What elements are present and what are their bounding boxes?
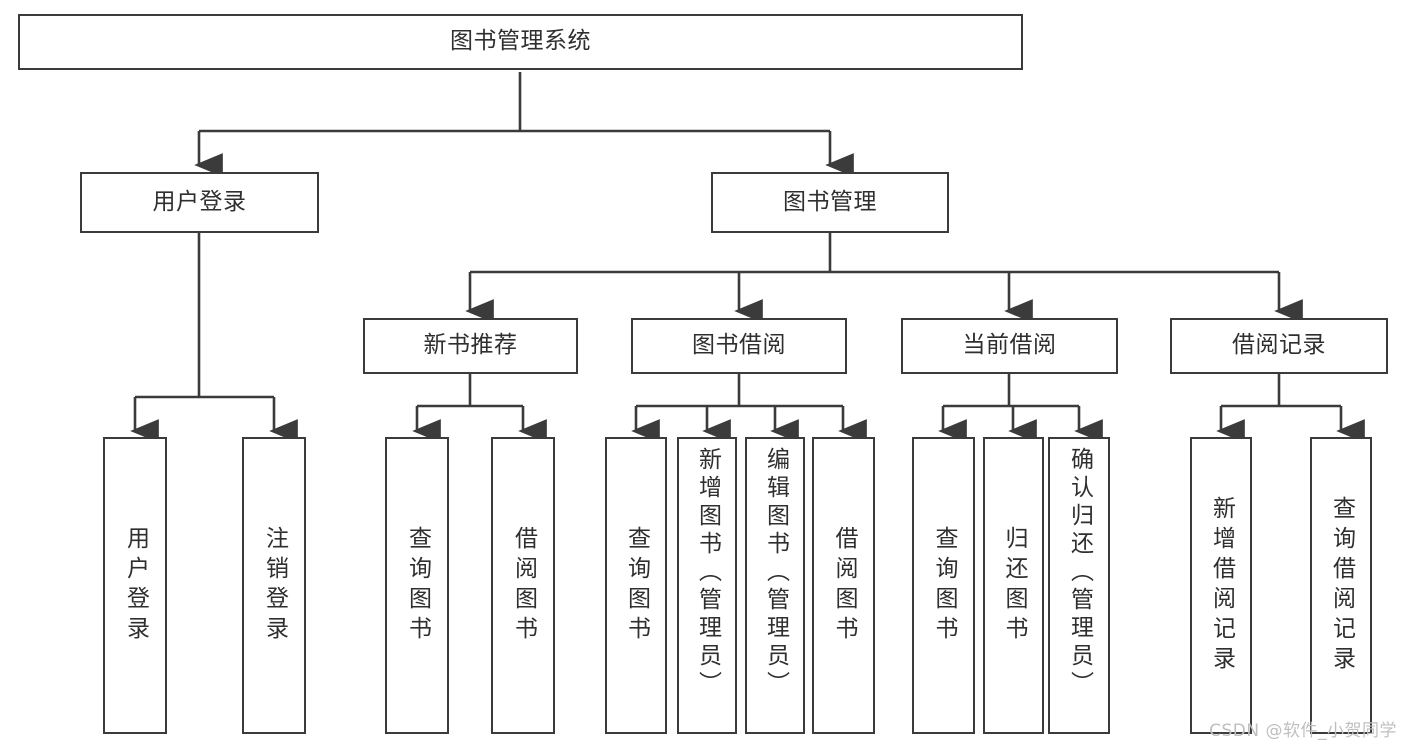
leaf-confirm-return-admin[interactable]: 确认归还（管理员） [1048,437,1110,734]
node-label: 图书借阅 [692,332,786,359]
node-label: 用户登录 [122,525,149,646]
node-label: 查询图书 [404,525,431,646]
node-label: 归还图书 [1001,525,1027,646]
node-label: 图书管理系统 [450,28,591,55]
node-user-login[interactable]: 用户登录 [80,172,319,233]
leaf-query-borrow-record[interactable]: 查询借阅记录 [1310,437,1372,734]
leaf-add-book-admin[interactable]: 新增图书（管理员） [677,437,737,734]
leaf-borrow-book-recommend[interactable]: 借阅图书 [491,437,555,734]
watermark: CSDN @软件_小贺同学 [1209,721,1397,741]
node-label: 图书管理 [783,188,877,215]
node-label: 新书推荐 [423,332,518,359]
leaf-user-logout[interactable]: 注销登录 [242,437,306,734]
node-label: 查询图书 [623,525,650,646]
leaf-borrow-book[interactable]: 借阅图书 [812,437,875,734]
node-label: 新增图书（管理员） [694,447,721,699]
node-book-management[interactable]: 图书管理 [711,172,949,233]
leaf-add-borrow-record[interactable]: 新增借阅记录 [1190,437,1252,734]
leaf-return-book[interactable]: 归还图书 [983,437,1044,734]
node-label: 用户登录 [152,188,247,215]
node-root-system[interactable]: 图书管理系统 [18,14,1023,70]
node-label: 编辑图书（管理员） [762,447,789,699]
node-label: 确认归还（管理员） [1066,447,1093,699]
node-new-book-recommend[interactable]: 新书推荐 [363,318,578,374]
leaf-user-login[interactable]: 用户登录 [103,437,167,734]
leaf-query-book-recommend[interactable]: 查询图书 [385,437,449,734]
node-label: 新增借阅记录 [1208,495,1235,676]
node-label: 借阅图书 [831,525,857,646]
node-label: 注销登录 [261,525,288,646]
node-borrow-record[interactable]: 借阅记录 [1170,318,1388,374]
node-current-borrow[interactable]: 当前借阅 [901,318,1118,374]
leaf-query-book-borrow[interactable]: 查询图书 [605,437,667,734]
node-label: 当前借阅 [962,332,1057,359]
node-book-borrow[interactable]: 图书借阅 [631,318,847,374]
leaf-query-book-current[interactable]: 查询图书 [912,437,975,734]
node-label: 借阅记录 [1232,332,1326,359]
leaf-edit-book-admin[interactable]: 编辑图书（管理员） [745,437,805,734]
node-label: 查询图书 [931,525,957,646]
node-label: 查询借阅记录 [1328,495,1355,676]
node-label: 借阅图书 [510,525,537,646]
